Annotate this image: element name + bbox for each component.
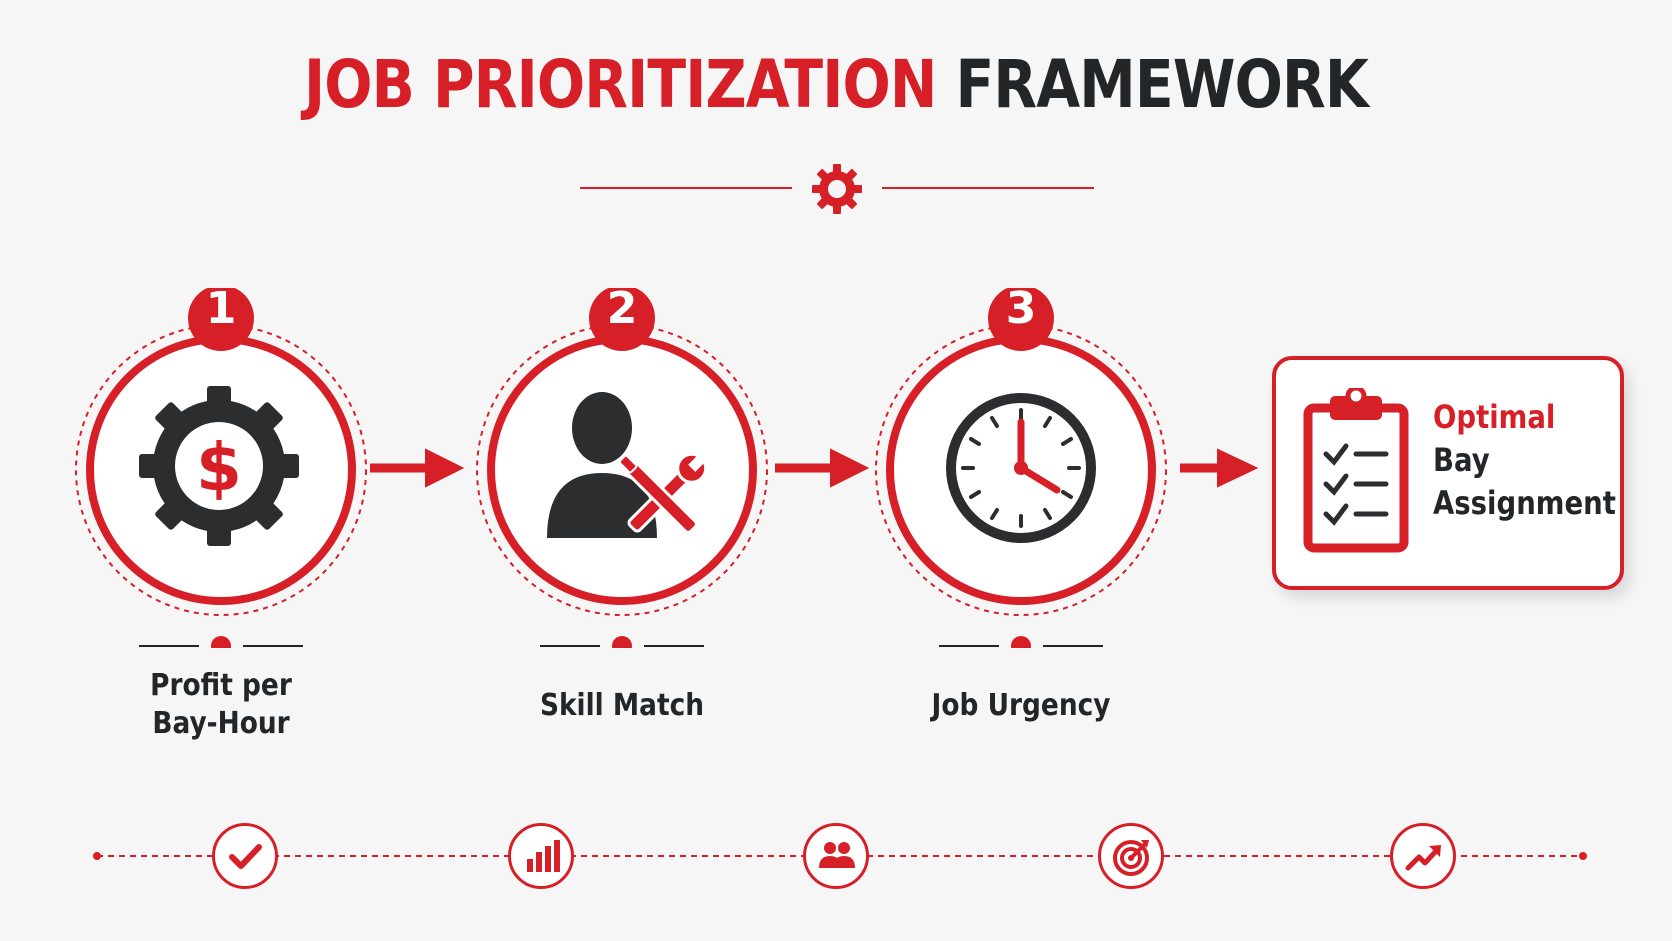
target-icon	[1098, 823, 1164, 889]
step-3-number: 3	[1005, 283, 1037, 334]
step-1: $ 1	[66, 283, 376, 656]
svg-text:$: $	[196, 429, 242, 506]
title-highlight: JOB PRIORITIZATION	[304, 46, 937, 123]
step-1-label: Profit per Bay-Hour	[150, 668, 292, 741]
person-tools-icon	[547, 392, 708, 538]
step-3-graphic	[875, 285, 1167, 656]
step-1-graphic: $	[75, 285, 367, 656]
clock-icon	[946, 393, 1096, 543]
title-gear-icon	[812, 164, 862, 214]
checkmark-icon	[212, 823, 278, 889]
arrow-1-icon	[370, 448, 465, 488]
step-2-label: Skill Match	[539, 688, 705, 723]
page-title: JOB PRIORITIZATION FRAMEWORK	[117, 52, 1555, 118]
step-2-graphic	[476, 285, 768, 656]
step-2-number: 2	[606, 283, 638, 334]
gear-dollar-icon: $	[139, 386, 299, 546]
step-3: 3	[866, 283, 1176, 656]
bar-chart-icon	[508, 823, 574, 889]
trend-up-icon	[1390, 823, 1456, 889]
result-label: Optimal Bay Assignment	[1433, 398, 1616, 522]
arrow-2-icon	[775, 448, 870, 488]
arrow-3-icon	[1180, 448, 1259, 488]
step-2: 2	[467, 283, 777, 656]
step-3-label: Job Urgency	[931, 688, 1111, 723]
title-rest: FRAMEWORK	[955, 46, 1368, 123]
people-icon	[803, 823, 869, 889]
clipboard-checklist-icon	[1303, 388, 1409, 553]
result-card: Optimal Bay Assignment	[1272, 356, 1624, 590]
step-1-number: 1	[205, 283, 237, 334]
